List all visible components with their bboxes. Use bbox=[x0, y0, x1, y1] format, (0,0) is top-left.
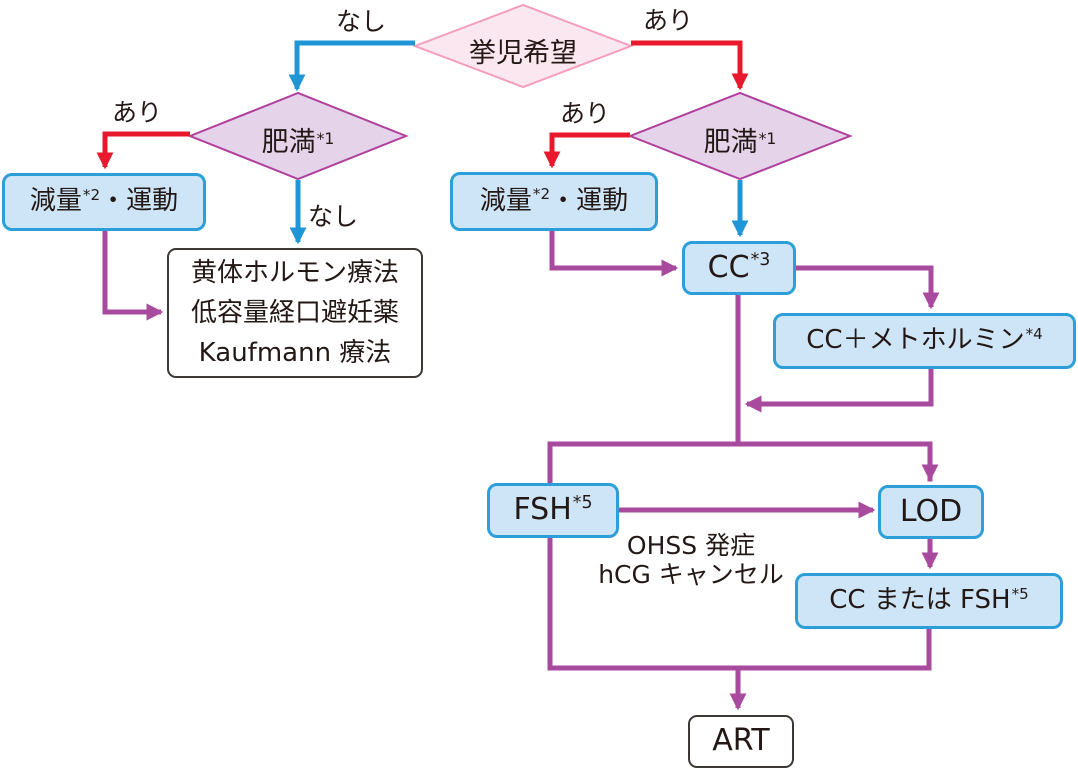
cc-footnote-mark: *3 bbox=[750, 250, 771, 271]
genryo-right-text-post: ・運動 bbox=[550, 185, 629, 216]
fsh-text: FSH bbox=[513, 492, 572, 528]
edge-cc-to-cc-metformin bbox=[796, 265, 940, 310]
hormone-therapy-line1: 黄体ホルモン療法 bbox=[190, 258, 399, 288]
ohss-annotation: OHSS 発症 hCG キャンセル bbox=[566, 531, 816, 589]
edge-genryo-left-to-hormone bbox=[102, 230, 164, 321]
genryo-right-footnote-mark: *2 bbox=[532, 185, 551, 204]
genryo-left-text-post: ・運動 bbox=[100, 186, 179, 217]
hormone-therapy-line3: Kaufmann 療法 bbox=[198, 338, 392, 368]
fsh-footnote-mark: *5 bbox=[572, 492, 593, 513]
diamond-label-kyoji-kibo: 挙児希望 bbox=[423, 31, 623, 70]
node-hormone-therapy: 黄体ホルモン療法 低容量経口避妊薬 Kaufmann 療法 bbox=[167, 248, 423, 378]
decision-diamond-kyoji-kibo bbox=[412, 3, 634, 89]
himan-left-text: 肥満 bbox=[261, 127, 316, 158]
diamond-label-himan-right: 肥満*1 bbox=[650, 120, 830, 159]
himan-left-footnote-mark: *1 bbox=[316, 128, 335, 148]
edge-label-ari-top: あり bbox=[642, 6, 693, 35]
node-fsh: FSH*5 bbox=[487, 483, 619, 538]
node-cc: CC*3 bbox=[682, 241, 796, 295]
lod-text: LOD bbox=[899, 493, 963, 529]
cc-text: CC bbox=[707, 249, 750, 285]
cc-or-fsh-footnote-mark: *5 bbox=[1011, 584, 1029, 603]
cc-metformin-text: CC＋メトホルミン bbox=[806, 325, 1025, 356]
edge-label-ari-left: あり bbox=[111, 98, 162, 127]
decision-diamond-himan-right bbox=[627, 91, 853, 181]
kyoji-kibo-text: 挙児希望 bbox=[469, 38, 577, 69]
genryo-left-footnote-mark: *2 bbox=[82, 185, 101, 204]
node-genryo-undo-right: 減量*2・運動 bbox=[450, 172, 658, 231]
genryo-left-text: 減量 bbox=[29, 186, 82, 217]
ohss-annotation-line2: hCG キャンセル bbox=[598, 560, 784, 589]
genryo-right-text: 減量 bbox=[479, 185, 532, 216]
edge-kyoji-nashi-to-himan-left bbox=[288, 40, 415, 92]
edge-label-ari-right: あり bbox=[559, 99, 610, 128]
node-lod: LOD bbox=[878, 485, 984, 539]
hormone-therapy-line2: 低容量経口避妊薬 bbox=[190, 298, 399, 328]
edge-cc-metformin-return bbox=[744, 369, 934, 413]
edge-label-nashi-top: なし bbox=[335, 7, 386, 36]
node-genryo-undo-left: 減量*2・運動 bbox=[2, 173, 206, 231]
himan-right-footnote-mark: *1 bbox=[758, 128, 777, 148]
cc-metformin-footnote-mark: *4 bbox=[1025, 324, 1043, 343]
decision-diamond-himan-left bbox=[187, 91, 409, 181]
himan-right-text: 肥満 bbox=[703, 127, 758, 158]
node-art: ART bbox=[688, 715, 794, 768]
edge-kyoji-ari-to-himan-right bbox=[631, 40, 749, 91]
cc-or-fsh-text: CC または FSH bbox=[829, 585, 1011, 616]
node-cc-metformin: CC＋メトホルミン*4 bbox=[773, 313, 1076, 369]
diamond-label-himan-left: 肥満*1 bbox=[208, 120, 388, 159]
edge-label-nashi-left: なし bbox=[307, 202, 358, 231]
edge-genryo-right-to-cc bbox=[549, 230, 679, 277]
node-cc-or-fsh: CC または FSH*5 bbox=[795, 573, 1063, 629]
edge-himan-right-ari-to-genryo bbox=[543, 132, 630, 169]
art-text: ART bbox=[712, 723, 770, 759]
edge-himan-left-ari-to-genryo bbox=[96, 131, 190, 170]
edge-split-to-lod bbox=[547, 441, 939, 482]
ohss-annotation-line1: OHSS 発症 bbox=[626, 531, 756, 560]
